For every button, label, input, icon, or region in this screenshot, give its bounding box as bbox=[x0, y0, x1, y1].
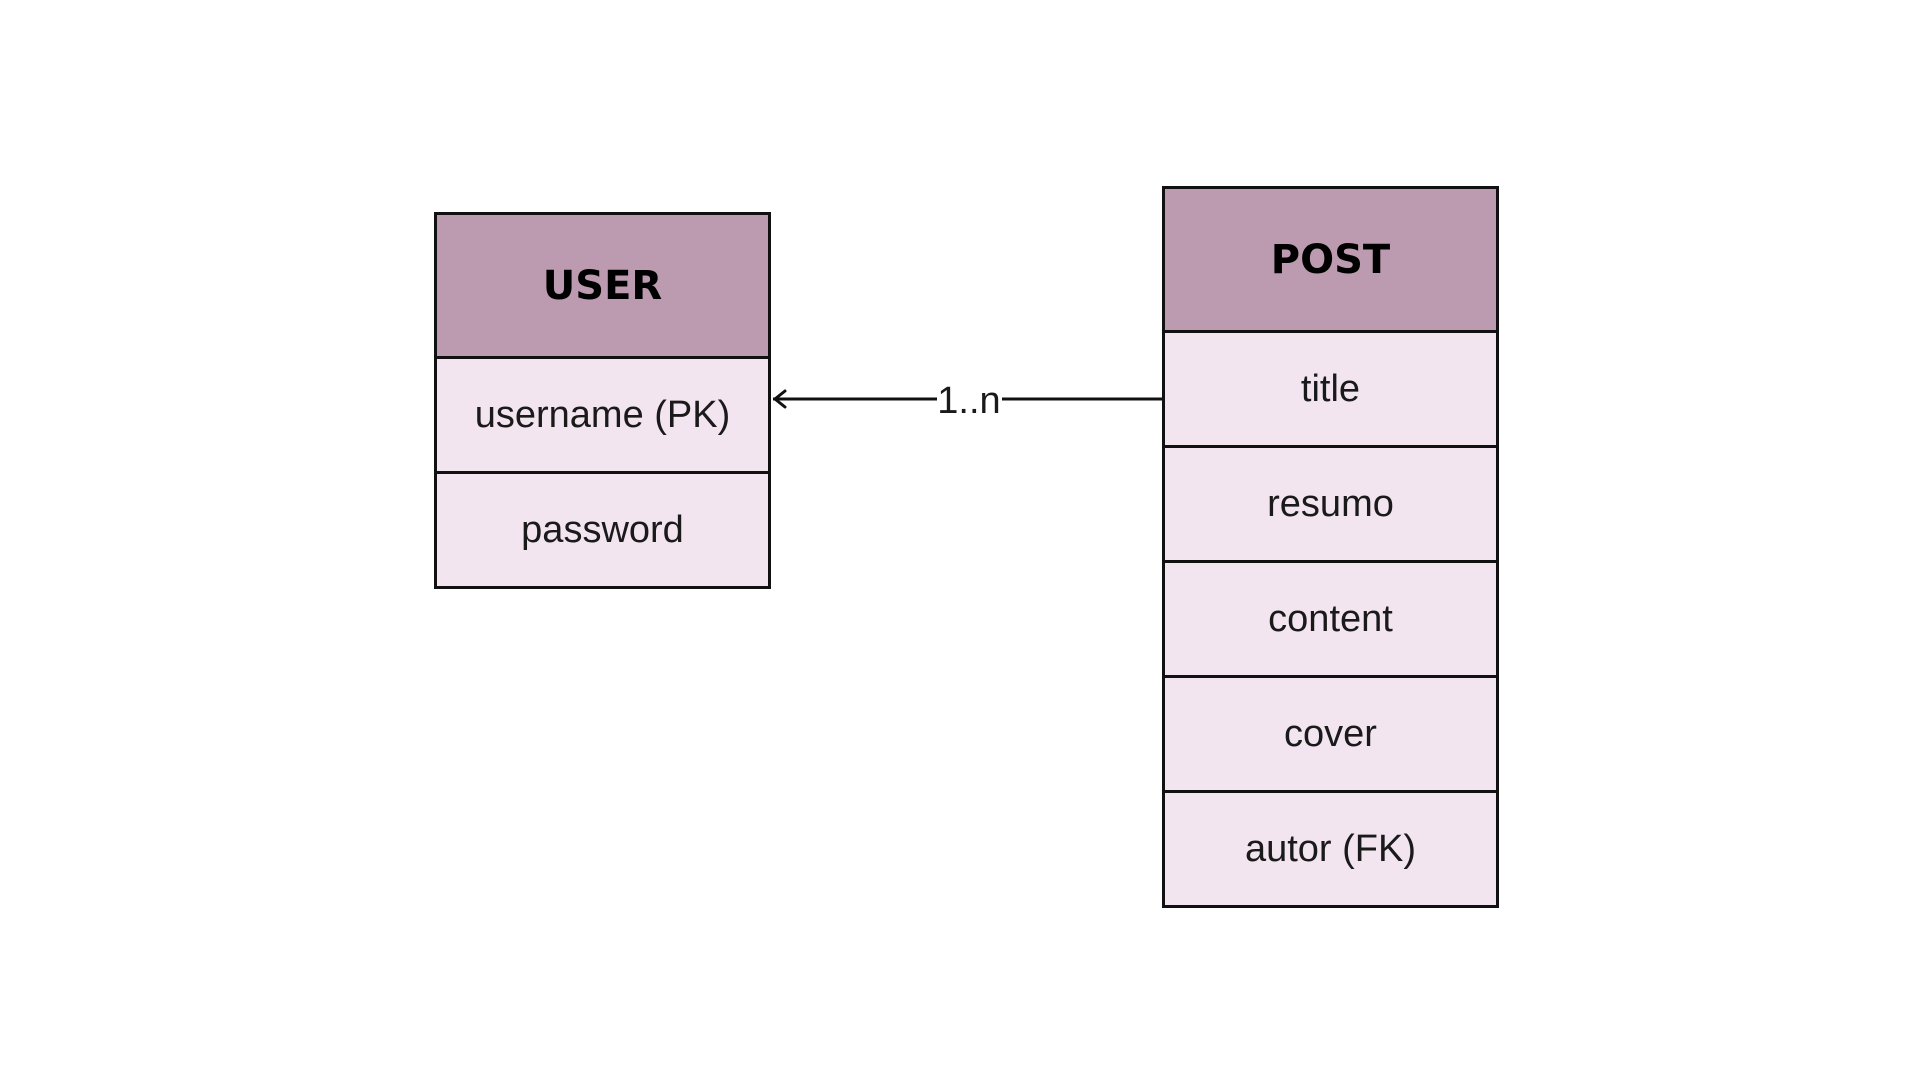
post-field-resumo: resumo bbox=[1165, 445, 1496, 560]
post-entity-title: POST bbox=[1165, 189, 1496, 330]
post-field-content: content bbox=[1165, 560, 1496, 675]
user-field-username: username (PK) bbox=[437, 356, 768, 471]
post-field-title: title bbox=[1165, 330, 1496, 445]
post-field-cover: cover bbox=[1165, 675, 1496, 790]
post-field-autor: autor (FK) bbox=[1165, 790, 1496, 905]
user-entity-title: USER bbox=[437, 215, 768, 356]
post-entity-table[interactable]: POST title resumo content cover autor (F… bbox=[1162, 186, 1499, 908]
user-field-password: password bbox=[437, 471, 768, 586]
relationship-cardinality-label: 1..n bbox=[937, 380, 1000, 422]
user-entity-table[interactable]: USER username (PK) password bbox=[434, 212, 771, 589]
